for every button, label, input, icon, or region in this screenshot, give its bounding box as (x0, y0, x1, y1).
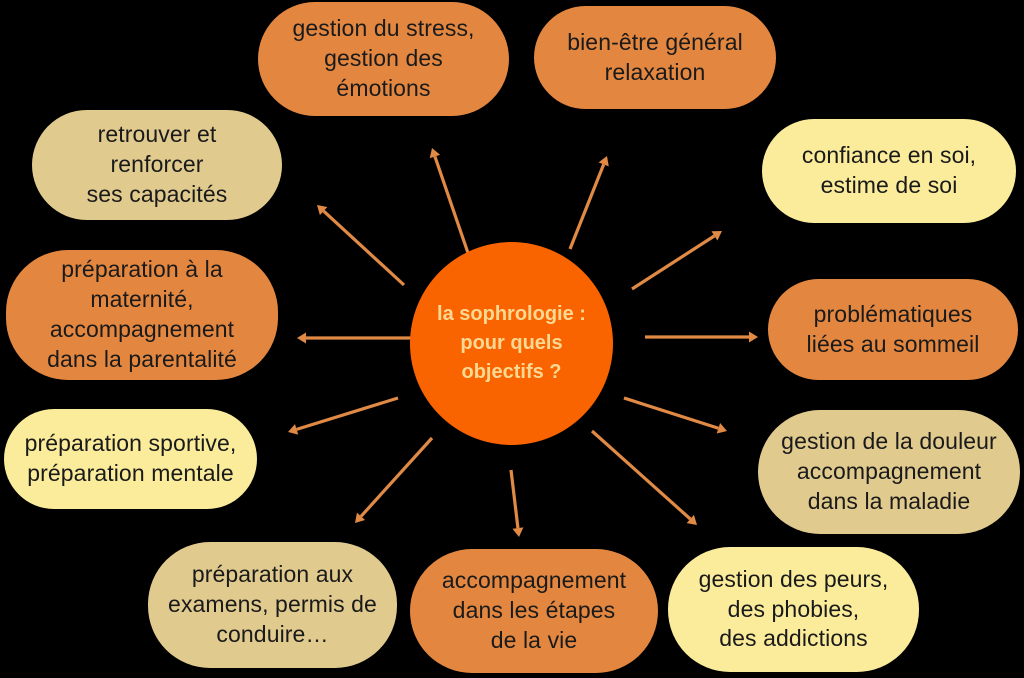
node-sportive[interactable]: préparation sportive, préparation mental… (4, 409, 257, 509)
node-peurs[interactable]: gestion des peurs, des phobies, des addi… (668, 547, 919, 672)
node-douleur[interactable]: gestion de la douleur accompagnement dan… (758, 410, 1020, 534)
node-sommeil[interactable]: problématiques liées au sommeil (768, 279, 1018, 380)
connector-c-etapes (509, 469, 524, 537)
node-stress[interactable]: gestion du stress, gestion des émotions (258, 2, 509, 116)
node-examens[interactable]: préparation aux examens, permis de condu… (148, 542, 397, 668)
connector-c-peurs (590, 429, 697, 525)
node-confiance[interactable]: confiance en soi, estime de soi (762, 119, 1016, 223)
connector-c-sommeil (645, 331, 758, 343)
node-capacites[interactable]: retrouver et renforcer ses capacités (32, 110, 282, 220)
connector-c-confiance (631, 231, 722, 291)
connector-c-douleur (623, 396, 727, 434)
center-node[interactable]: la sophrologie : pour quels objectifs ? (410, 242, 613, 445)
node-maternite[interactable]: préparation à la maternité, accompagneme… (6, 250, 278, 380)
node-etapes[interactable]: accompagnement dans les étapes de la vie (410, 549, 658, 673)
connector-c-maternite (297, 332, 414, 344)
connector-c-sportive (288, 396, 399, 435)
connector-c-bienetre (568, 156, 609, 250)
connector-c-stress (429, 148, 470, 254)
connector-c-capacites (317, 205, 406, 287)
node-bien-etre[interactable]: bien-être général relaxation (534, 6, 776, 109)
connector-c-examens (355, 436, 434, 523)
